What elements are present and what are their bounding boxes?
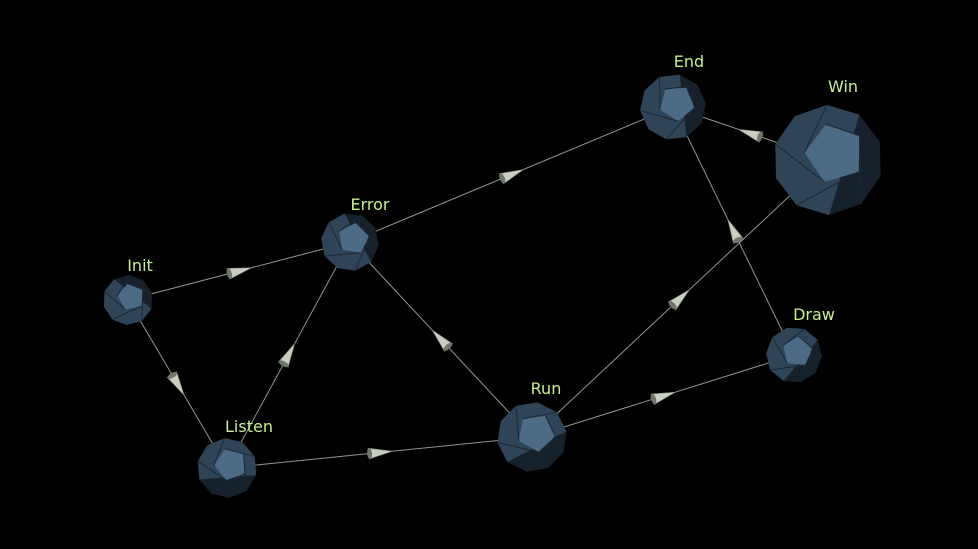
arrowhead-init-to-error <box>226 267 252 280</box>
node-draw[interactable] <box>766 327 823 383</box>
node-label-error: Error <box>351 195 390 214</box>
edge-layer <box>127 106 829 469</box>
node-label-run: Run <box>531 379 562 398</box>
node-run[interactable] <box>497 402 567 472</box>
node-label-draw: Draw <box>793 305 835 324</box>
arrowhead-win-to-end <box>738 128 764 143</box>
arrowhead-run-to-draw <box>650 391 676 406</box>
node-win[interactable] <box>775 104 881 215</box>
node-end[interactable] <box>640 74 706 140</box>
node-layer <box>104 74 881 498</box>
arrowhead-listen-to-error <box>277 343 296 368</box>
arrowhead-run-to-win <box>667 289 690 311</box>
arrowhead-draw-to-end <box>727 219 744 244</box>
arrowhead-listen-to-run <box>367 447 393 460</box>
node-label-listen: Listen <box>225 417 273 436</box>
node-init[interactable] <box>104 274 153 325</box>
node-listen[interactable] <box>197 437 257 498</box>
node-error[interactable] <box>321 213 380 271</box>
node-label-win: Win <box>828 77 858 96</box>
arrowhead-error-to-end <box>498 169 524 185</box>
node-label-end: End <box>674 52 704 71</box>
node-label-init: Init <box>127 256 153 275</box>
arrowhead-init-to-listen <box>166 371 185 396</box>
arrowhead-layer <box>166 128 764 460</box>
arrowhead-run-to-error <box>431 329 454 352</box>
